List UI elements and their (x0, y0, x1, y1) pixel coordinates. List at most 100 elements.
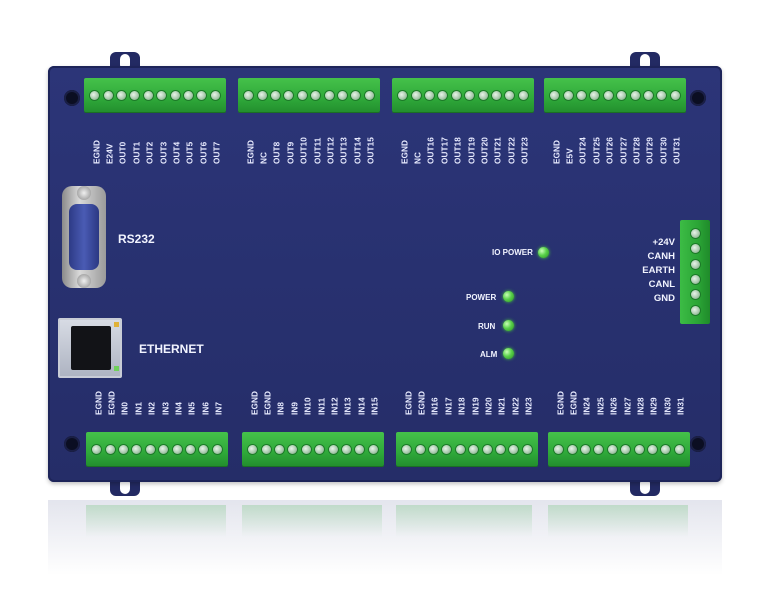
ethernet-label: ETHERNET (139, 342, 204, 356)
terminal-screw (284, 90, 294, 100)
terminal-label: OUT19 (467, 137, 477, 164)
terminal-label: OUT12 (326, 137, 336, 164)
terminal-label: OUT4 (172, 141, 182, 164)
terminal-screw (518, 90, 528, 100)
connector-screw (77, 274, 91, 288)
terminal-screw (465, 90, 475, 100)
terminal-label: OUT3 (159, 141, 169, 164)
bottom-terminal-block[interactable] (548, 432, 690, 466)
terminal-screw (212, 444, 222, 454)
terminal-label: IN9 (290, 401, 300, 415)
bottom-terminal-block[interactable] (396, 432, 538, 466)
terminal-label: E24V (105, 143, 115, 164)
terminal-label: IN8 (276, 401, 286, 415)
terminal-screw (351, 90, 361, 100)
terminal-screw (185, 444, 195, 454)
terminal-label: EGND (569, 390, 579, 415)
terminal-label: OUT7 (212, 141, 222, 164)
terminal-label: EGND (556, 390, 566, 415)
terminal-label: OUT1 (132, 141, 142, 164)
terminal-label: IN3 (161, 401, 171, 415)
terminal-label: NC (259, 151, 269, 164)
rs232-pins (69, 204, 99, 270)
terminal-screw (105, 444, 115, 454)
mount-hole (64, 90, 80, 106)
terminal-label: IN30 (663, 397, 673, 415)
terminal-screw (261, 444, 271, 454)
power-terminal-label: +24V (652, 237, 675, 248)
terminal-screw (92, 444, 102, 454)
alm-label: ALM (480, 350, 498, 359)
terminal-screw (580, 444, 590, 454)
terminal-screw (647, 444, 657, 454)
terminal-screw (103, 90, 113, 100)
terminal-label: IN24 (582, 397, 592, 415)
ethernet-socket (71, 326, 111, 370)
power-terminal-block[interactable] (680, 220, 710, 324)
terminal-screw (145, 444, 155, 454)
terminal-label: OUT20 (480, 137, 490, 164)
terminal-label: OUT26 (605, 137, 615, 164)
terminal-screw (469, 444, 479, 454)
terminal-screw (364, 90, 374, 100)
terminal-label: EGND (400, 139, 410, 164)
terminal-label: EGND (246, 139, 256, 164)
rs232-label: RS232 (118, 232, 155, 246)
terminal-screw (118, 444, 128, 454)
terminal-label: OUT28 (632, 137, 642, 164)
terminal-label: IN16 (430, 397, 440, 415)
terminal-screw (634, 444, 644, 454)
terminal-screw (270, 90, 280, 100)
terminal-label: OUT15 (366, 137, 376, 164)
terminal-label: OUT21 (493, 137, 503, 164)
terminal-label: OUT16 (426, 137, 436, 164)
terminal-screw (311, 90, 321, 100)
terminal-screw (172, 444, 182, 454)
terminal-label: OUT5 (185, 141, 195, 164)
terminal-screw (567, 444, 577, 454)
terminal-screw (576, 90, 586, 100)
power-label: POWER (466, 293, 497, 302)
bottom-terminal-block[interactable] (86, 432, 228, 466)
top-terminal-block[interactable] (84, 78, 226, 112)
terminal-screw (90, 90, 100, 100)
io-power-led (538, 247, 549, 258)
terminal-screw (594, 444, 604, 454)
terminal-label: EGND (404, 390, 414, 415)
terminal-label: IN11 (317, 397, 327, 415)
terminal-screw (197, 90, 207, 100)
mount-hole (64, 436, 80, 452)
terminal-screw (143, 90, 153, 100)
terminal-label: IN10 (303, 397, 313, 415)
top-terminal-block[interactable] (392, 78, 534, 112)
terminal-screw (661, 444, 671, 454)
bottom-terminal-block[interactable] (242, 432, 384, 466)
terminal-screw (274, 444, 284, 454)
terminal-screw (438, 90, 448, 100)
terminal-label: OUT29 (645, 137, 655, 164)
top-terminal-block[interactable] (544, 78, 686, 112)
terminal-label: IN29 (649, 397, 659, 415)
terminal-screw (337, 90, 347, 100)
terminal-screw (116, 90, 126, 100)
activity-led (114, 366, 119, 371)
terminal-screw (428, 444, 438, 454)
terminal-label: OUT17 (440, 137, 450, 164)
terminal-screw (657, 90, 667, 100)
power-terminal-label: CANH (647, 251, 675, 262)
terminal-screw (324, 90, 334, 100)
top-terminal-block[interactable] (238, 78, 380, 112)
terminal-screw (159, 444, 169, 454)
terminal-label: IN23 (524, 397, 534, 415)
terminal-label: OUT11 (313, 137, 323, 164)
terminal-screw (157, 90, 167, 100)
terminal-screw (621, 444, 631, 454)
terminal-screw (522, 444, 532, 454)
terminal-screw (415, 444, 425, 454)
terminal-screw (355, 444, 365, 454)
terminal-screw (398, 90, 408, 100)
terminal-screw (478, 90, 488, 100)
